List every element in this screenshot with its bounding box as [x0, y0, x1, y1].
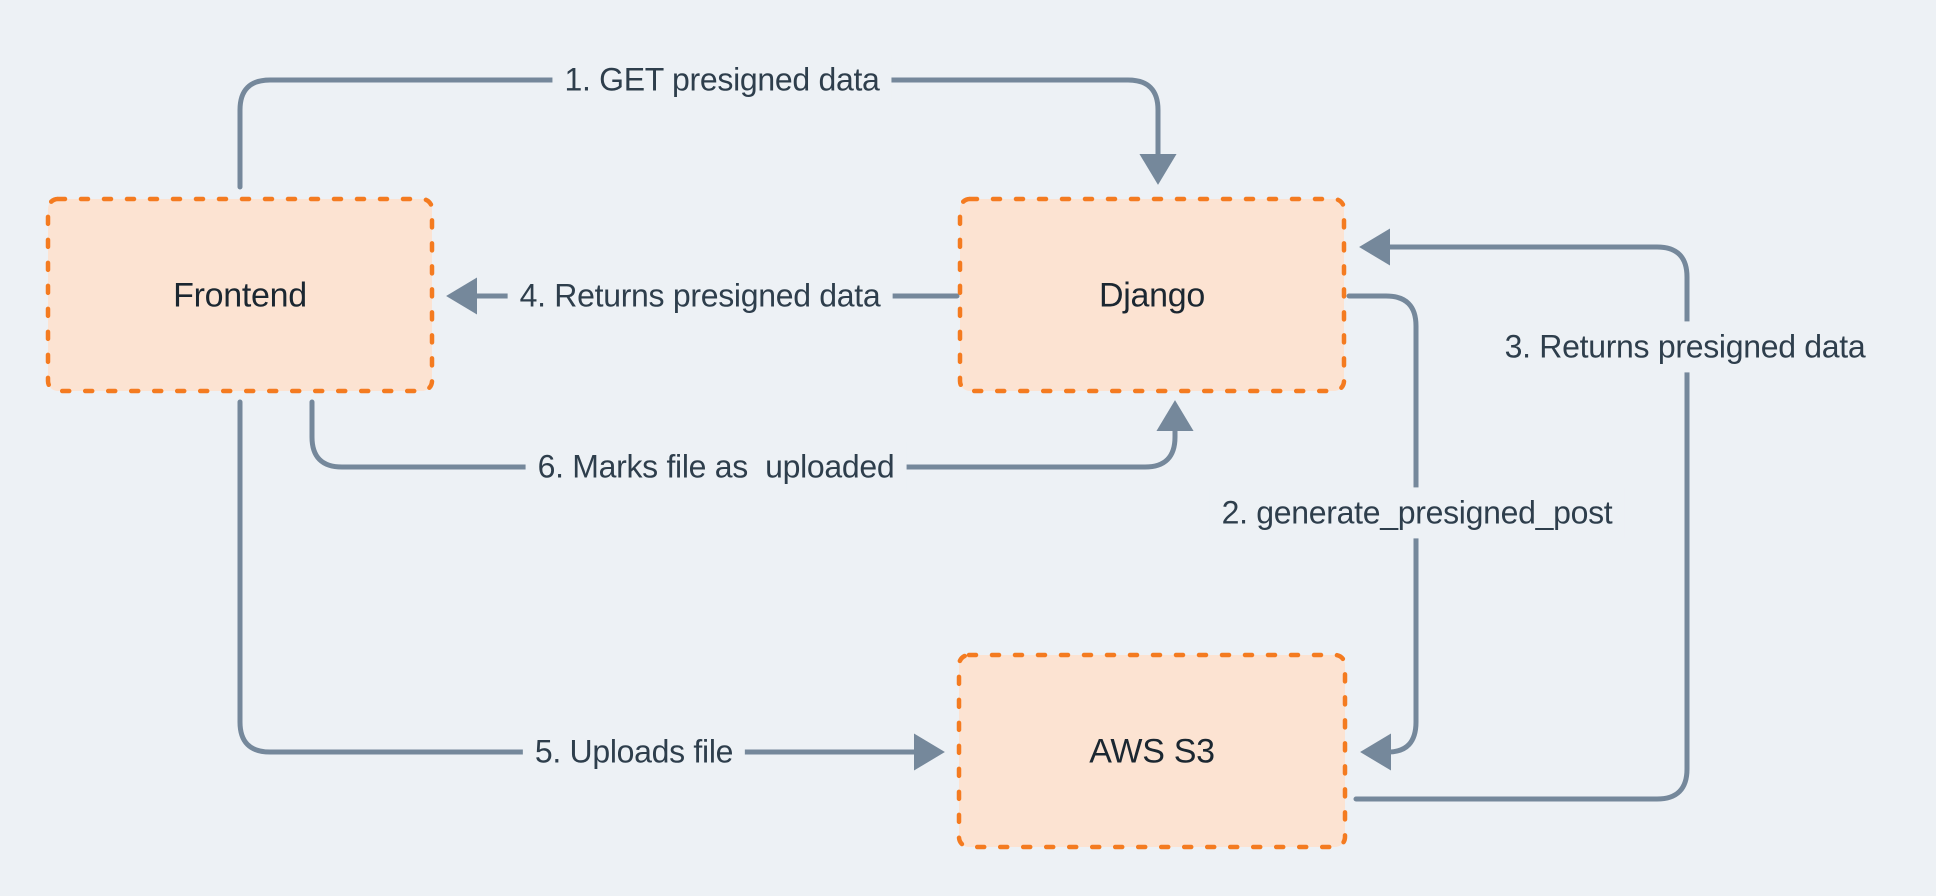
edge-2-django-to-aws-s3-line	[1346, 293, 1419, 771]
edge-label-1-get-presigned-data: 1. GET presigned data	[552, 54, 892, 106]
edge-label-2-generate-presigned-post: 2. generate_presigned_post	[1209, 487, 1625, 539]
edge-label-3-returns-presigned-data: 3. Returns presigned data	[1492, 321, 1878, 373]
edge-label-4-returns-presigned-data: 4. Returns presigned data	[507, 270, 893, 322]
node-django-box	[957, 196, 1347, 394]
node-label-aws-s3: AWS S3	[1089, 732, 1215, 771]
node-layer	[45, 196, 1348, 850]
edge-label-6-marks-file-as-uploaded: 6. Marks file as uploaded	[525, 441, 907, 493]
node-frontend-box	[45, 196, 435, 394]
node-label-django: Django	[1099, 276, 1205, 315]
edge-label-5-uploads-file: 5. Uploads file	[522, 726, 746, 778]
edge-5-frontend-to-aws-s3-line	[237, 399, 945, 771]
node-label-frontend: Frontend	[173, 276, 307, 315]
node-aws-s3-box	[956, 652, 1348, 850]
edge-3-aws-s3-to-django-line	[1353, 228, 1690, 802]
